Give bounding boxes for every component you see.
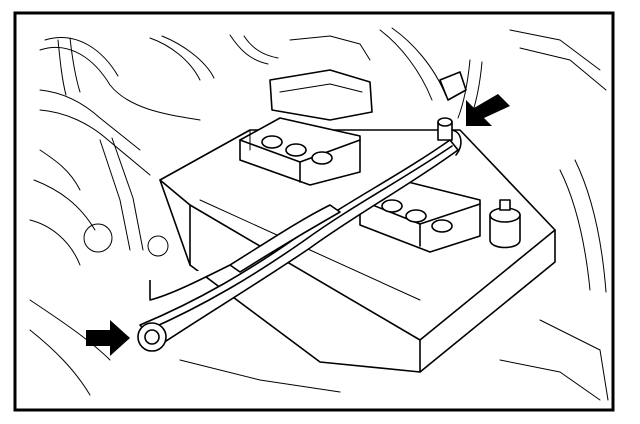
arrow-icon [86,320,130,356]
hold-down-clamp [137,117,462,352]
engine-bay-background [29,27,609,401]
arrow-icon [466,94,510,126]
